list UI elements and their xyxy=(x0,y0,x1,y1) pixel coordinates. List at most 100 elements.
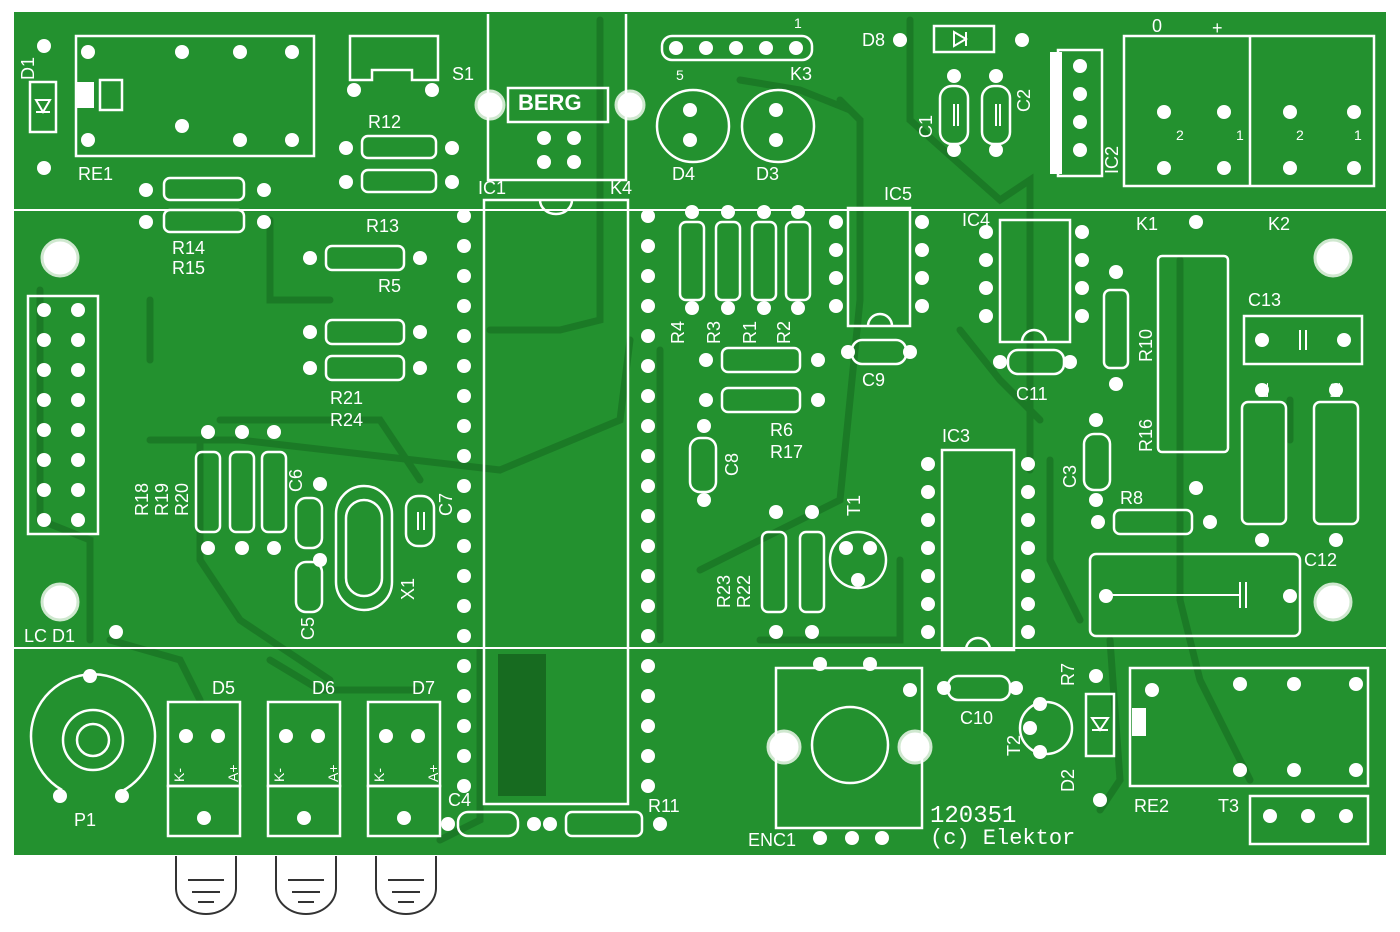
d6-base xyxy=(266,784,342,838)
label-c11: C11 xyxy=(1016,384,1048,404)
c4-outline xyxy=(456,810,520,838)
solder-pad xyxy=(311,729,325,743)
label-k3-pin5: 5 xyxy=(676,67,684,83)
silkscreen-labels: D1 RE1 S1 R12 R13 R14 R15 IC1 K4 BERG D4… xyxy=(18,15,1362,851)
label-d8: D8 xyxy=(862,30,885,50)
solder-pad xyxy=(769,133,783,147)
label-term-pin2b: 2 xyxy=(1296,127,1304,143)
label-x1: X1 xyxy=(398,578,418,600)
c6-outline xyxy=(294,496,324,550)
solder-pad xyxy=(425,83,439,97)
solder-pad xyxy=(1021,485,1035,499)
label-term-pin1a: 1 xyxy=(1236,127,1244,143)
solder-pad xyxy=(1021,513,1035,527)
solder-pad xyxy=(811,393,825,407)
label-c9: C9 xyxy=(862,370,885,390)
solder-pad xyxy=(1075,281,1089,295)
label-re2: RE2 xyxy=(1134,796,1169,816)
label-c2: C2 xyxy=(1014,89,1034,112)
solder-pad xyxy=(845,831,859,845)
c13-outline xyxy=(1242,314,1364,366)
solder-pad xyxy=(729,41,743,55)
solder-pad xyxy=(979,309,993,323)
solder-pad xyxy=(697,419,711,433)
label-d6-k: K- xyxy=(271,768,287,782)
r5-body xyxy=(324,244,406,272)
solder-pad xyxy=(413,361,427,375)
solder-pad xyxy=(1283,589,1297,603)
solder-pad xyxy=(699,41,713,55)
solder-pad xyxy=(813,657,827,671)
solder-pad xyxy=(841,345,855,359)
label-r1: R1 xyxy=(740,321,760,344)
solder-pad xyxy=(175,45,189,59)
label-ic1: IC1 xyxy=(478,178,506,198)
solder-pad xyxy=(863,657,877,671)
diode-symbol xyxy=(1090,717,1110,732)
label-r8: R8 xyxy=(1120,488,1143,508)
label-r14: R14 xyxy=(172,238,205,258)
solder-pad xyxy=(641,779,655,793)
board-copyright: (c) Elektor xyxy=(930,826,1075,851)
label-ic3: IC3 xyxy=(942,426,970,446)
mounting-hole xyxy=(1313,582,1353,622)
solder-pad xyxy=(1263,809,1277,823)
label-r24: R24 xyxy=(330,410,363,430)
solder-pad xyxy=(457,719,471,733)
label-r15: R15 xyxy=(172,258,205,278)
solder-pad xyxy=(1073,87,1087,101)
solder-pad xyxy=(1073,143,1087,157)
solder-pad xyxy=(197,811,211,825)
solder-pad xyxy=(71,453,85,467)
r18-body xyxy=(194,450,222,534)
solder-pad xyxy=(829,243,843,257)
solder-pad xyxy=(411,729,425,743)
solder-pad xyxy=(839,541,853,555)
solder-pad xyxy=(1255,383,1269,397)
solder-pad xyxy=(567,155,581,169)
label-c4: C4 xyxy=(448,790,471,810)
solder-pad xyxy=(947,143,961,157)
s1-outline xyxy=(348,34,440,82)
solder-pad xyxy=(1015,33,1029,47)
solder-pad xyxy=(915,271,929,285)
solder-pad xyxy=(1217,105,1231,119)
label-c5: C5 xyxy=(298,617,318,640)
solder-pad xyxy=(1033,745,1047,759)
solder-pad xyxy=(233,45,247,59)
label-k4: K4 xyxy=(610,178,632,198)
d5-base xyxy=(166,784,242,838)
d7-base xyxy=(366,784,442,838)
r16-body xyxy=(1156,254,1230,454)
label-t1: T1 xyxy=(844,495,864,516)
solder-pad xyxy=(641,599,655,613)
solder-pad xyxy=(641,689,655,703)
solder-pad xyxy=(721,205,735,219)
r23-body xyxy=(760,530,788,614)
r10-body xyxy=(1102,288,1130,370)
solder-pad xyxy=(445,175,459,189)
solder-pad xyxy=(653,817,667,831)
solder-pad xyxy=(641,329,655,343)
solder-pad xyxy=(1033,697,1047,711)
solder-pad xyxy=(805,505,819,519)
solder-pad xyxy=(37,363,51,377)
label-c3: C3 xyxy=(1060,465,1080,488)
k3-header xyxy=(660,34,814,62)
label-r20: R20 xyxy=(172,483,192,516)
mounting-hole xyxy=(474,89,506,121)
solder-pad xyxy=(1301,809,1315,823)
solder-pad xyxy=(875,831,889,845)
label-term-zero: 0 xyxy=(1152,16,1162,36)
solder-pad xyxy=(567,131,581,145)
solder-pad xyxy=(179,729,193,743)
solder-pad xyxy=(1021,541,1035,555)
ic3-outline xyxy=(940,448,1016,652)
solder-pad xyxy=(829,271,843,285)
solder-pad xyxy=(457,209,471,223)
silkscreen-outlines xyxy=(26,14,1376,846)
solder-pad xyxy=(115,789,129,803)
solder-pad xyxy=(921,457,935,471)
solder-pad xyxy=(1349,763,1363,777)
solder-pad xyxy=(1075,253,1089,267)
